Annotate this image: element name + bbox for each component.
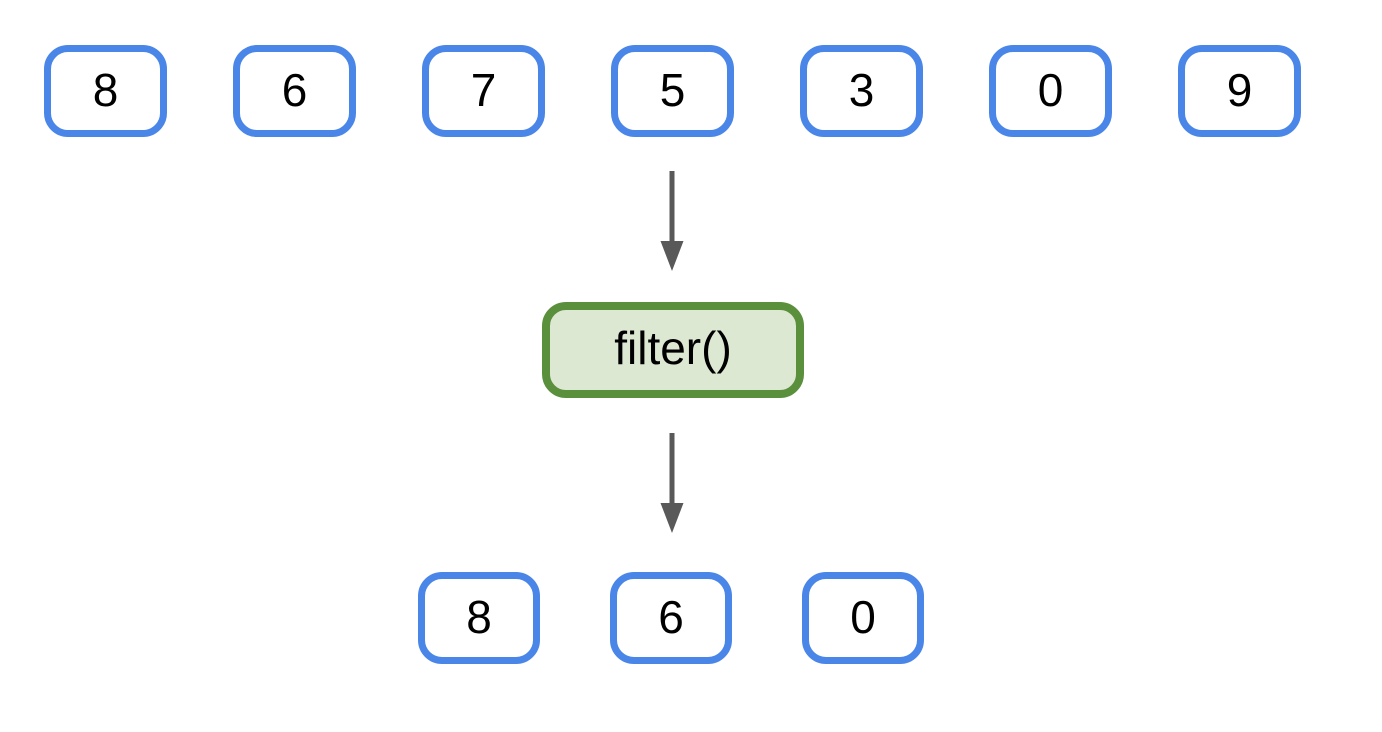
input-value: 9: [1226, 64, 1253, 116]
output-list-row: 8 6 0: [418, 572, 924, 664]
output-box-1: 6: [610, 572, 732, 664]
output-value: 0: [850, 591, 876, 643]
input-value: 6: [281, 64, 308, 116]
input-box-5: 0: [989, 45, 1112, 137]
input-value: 5: [659, 64, 686, 116]
arrow-down-icon: [660, 433, 684, 533]
output-box-2: 0: [802, 572, 924, 664]
input-value: 7: [470, 64, 497, 116]
input-box-0: 8: [44, 45, 167, 137]
input-list-row: 8 6 7 5 3 0 9: [44, 45, 1301, 137]
filter-operation-box: filter(): [542, 302, 804, 398]
input-box-6: 9: [1178, 45, 1301, 137]
output-value: 8: [466, 591, 492, 643]
input-box-3: 5: [611, 45, 734, 137]
input-box-4: 3: [800, 45, 923, 137]
input-value: 0: [1037, 64, 1064, 116]
output-box-0: 8: [418, 572, 540, 664]
input-value: 3: [848, 64, 875, 116]
input-value: 8: [92, 64, 119, 116]
input-box-2: 7: [422, 45, 545, 137]
arrow-down-icon: [660, 171, 684, 271]
input-box-1: 6: [233, 45, 356, 137]
output-value: 6: [658, 591, 684, 643]
filter-operation-label: filter(): [614, 322, 732, 374]
